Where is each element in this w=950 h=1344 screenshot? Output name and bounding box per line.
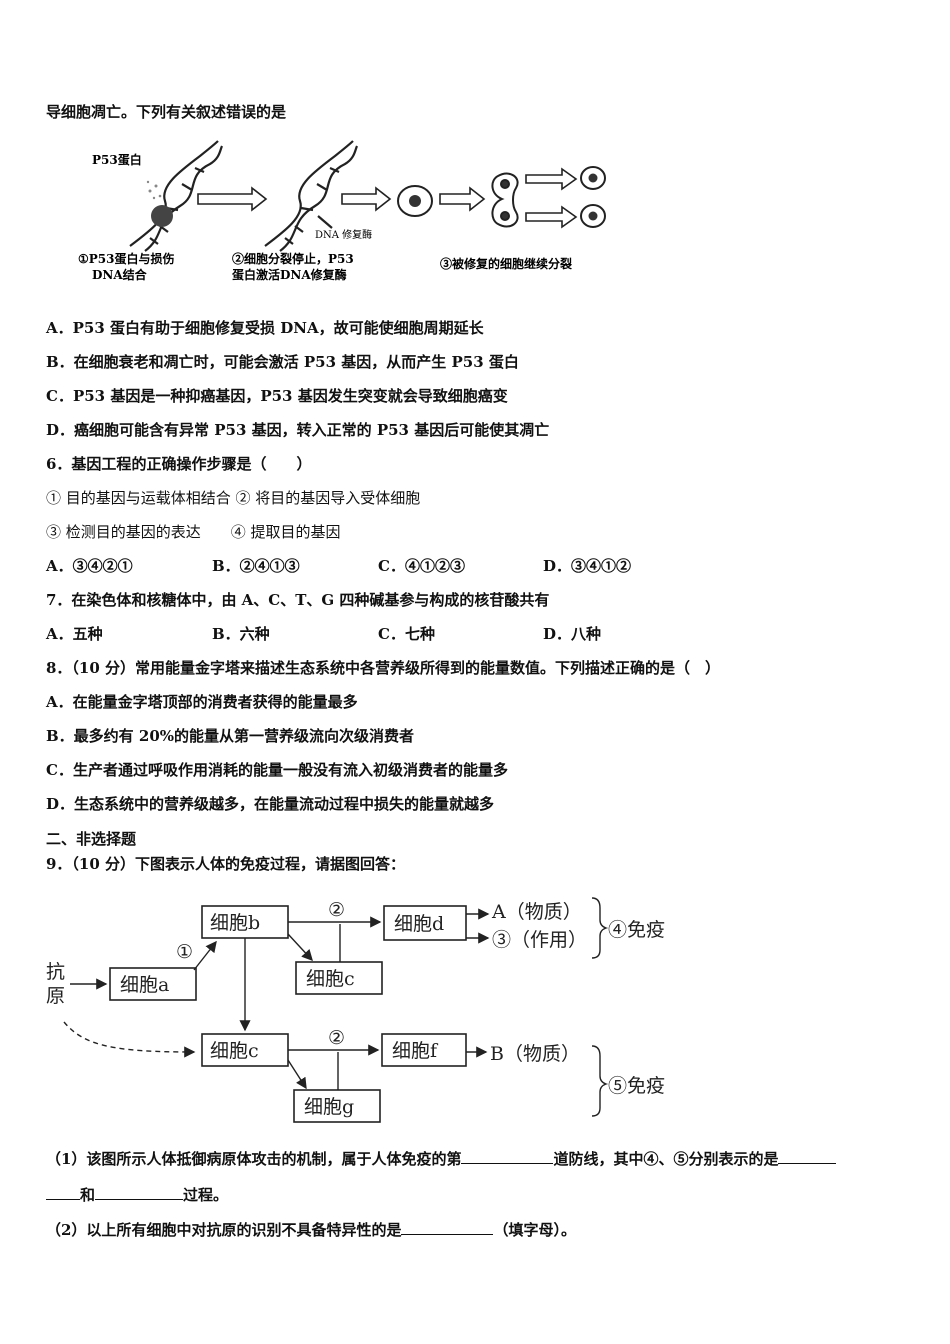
- marker-1: ①: [176, 941, 193, 963]
- q9-stem: 9．（10 分）下图表示人体的免疫过程，请据图回答：: [46, 855, 406, 873]
- p53-protein-icon: [151, 205, 173, 227]
- q7-option-b: B．六种: [212, 625, 270, 643]
- output-b-substance: B（物质）: [490, 1043, 580, 1065]
- cell-b-label: 细胞b: [210, 912, 260, 934]
- arrow-icon: [525, 167, 578, 229]
- q6-option-a: A．③④②①: [46, 557, 133, 575]
- q8-stem: 8．（10 分）常用能量金字塔来描述生态系统中各营养级所得到的能量数值。下列描述…: [46, 659, 721, 677]
- cell-c-bottom-label: 细胞c: [210, 1040, 259, 1062]
- cell-c-top-label: 细胞c: [306, 968, 355, 990]
- cell-d-label: 细胞d: [394, 913, 444, 935]
- q9-sub1-part1: （1）该图所示人体抵御病原体攻击的机制，属于人体免疫的第: [46, 1150, 462, 1168]
- answer-blank-4[interactable]: [401, 1218, 494, 1235]
- q9-sub1-part3: 和: [80, 1186, 96, 1204]
- q9-sub1-line2: 和 过程。: [46, 1183, 228, 1205]
- section-2-title: 二、非选择题: [46, 830, 137, 848]
- q6-option-b: B．②④①③: [212, 557, 300, 575]
- cell-c-top-box: [295, 961, 383, 995]
- q9-sub1-part4: 过程。: [183, 1186, 229, 1204]
- immune-process-diagram: 抗 原 细胞a 细胞b 细胞c 细胞d 细胞c 细胞f 细胞g ① ② ② A（…: [46, 897, 665, 1123]
- q7-stem: 7．在染色体和核糖体中，由 A、C、T、G 四种碱基参与构成的核苷酸共有: [46, 591, 550, 609]
- output-a-substance: A（物质）: [491, 901, 582, 923]
- q9-sub2-part1: （2）以上所有细胞中对抗原的识别不具备特异性的是: [46, 1221, 402, 1239]
- caption-2-line2: 蛋白激活DNA修复酶: [232, 267, 347, 282]
- q9-sub2-line: （2）以上所有细胞中对抗原的识别不具备特异性的是 （填字母）。: [46, 1218, 576, 1240]
- arrow-icon: [341, 186, 392, 212]
- dividing-cell-icon: [491, 172, 519, 228]
- q5-option-b: B．在细胞衰老和凋亡时，可能会激活 P53 基因，从而产生 P53 蛋白: [46, 353, 519, 371]
- cell-icon: [397, 185, 433, 217]
- cell-a-label: 细胞a: [120, 974, 169, 996]
- marker-2-top: ②: [328, 899, 345, 921]
- cell-icon: [580, 166, 606, 228]
- p53-mechanism-figure: P53蛋白 DNA 修复酶 ①P53蛋白与: [78, 140, 606, 282]
- marker-2-bottom: ②: [328, 1027, 345, 1049]
- caption-1-line2: DNA结合: [92, 267, 148, 282]
- antigen-label-2: 原: [46, 985, 65, 1007]
- q7-option-d: D．八种: [543, 625, 602, 643]
- q8-option-d: D．生态系统中的营养级越多，在能量流动过程中损失的能量就越多: [46, 795, 495, 813]
- dna-helix-icon-2: [264, 140, 359, 252]
- answer-blank-3[interactable]: [95, 1183, 184, 1200]
- caption-1-line1: ①P53蛋白与损伤: [78, 251, 174, 266]
- question-5-stem-tail: 导细胞凋亡。下列有关叙述错误的是: [46, 103, 287, 121]
- answer-blank-2a[interactable]: [778, 1147, 837, 1164]
- q9-sub2-part2: （填字母）。: [493, 1221, 576, 1239]
- q8-option-a: A．在能量金字塔顶部的消费者获得的能量最多: [46, 693, 358, 711]
- q9-sub1-part2: 道防线，其中④、⑤分别表示的是: [553, 1150, 779, 1168]
- q8-option-c: C．生产者通过呼吸作用消耗的能量一般没有流入初级消费者的能量多: [46, 761, 508, 779]
- q5-option-a: A．P53 蛋白有助于细胞修复受损 DNA，故可能使细胞周期延长: [46, 319, 484, 337]
- cell-d-box: [383, 905, 467, 941]
- q7-option-a: A．五种: [46, 625, 103, 643]
- q9-sub1-line1: （1）该图所示人体抵御病原体攻击的机制，属于人体免疫的第 道防线，其中④、⑤分别表…: [46, 1147, 837, 1169]
- answer-blank-1[interactable]: [461, 1147, 554, 1164]
- q6-option-d: D．③④①②: [543, 557, 632, 575]
- q6-stem: 6．基因工程的正确操作步骤是（ ）: [46, 455, 312, 473]
- antigen-label-1: 抗: [46, 961, 65, 983]
- dna-helix-icon-1: [129, 140, 224, 252]
- answer-blank-2b[interactable]: [46, 1183, 80, 1200]
- cell-a-box: [109, 967, 197, 1001]
- q5-option-c: C．P53 基因是一种抑癌基因，P53 基因发生突变就会导致细胞癌变: [46, 387, 508, 405]
- cell-g-box: [293, 1089, 381, 1123]
- q7-option-c: C．七种: [378, 625, 435, 643]
- q5-option-d: D．癌细胞可能含有异常 P53 基因，转入正常的 P53 基因后可能使其凋亡: [46, 421, 550, 439]
- arrow-icon: [439, 186, 486, 212]
- q6-option-c: C．④①②③: [378, 557, 465, 575]
- q8-option-b: B．最多约有 20%的能量从第一营养级流向次级消费者: [46, 727, 415, 745]
- dna-repair-enzyme-label: DNA 修复酶: [315, 228, 372, 241]
- q6-steps-line1: ① 目的基因与运载体相结合 ② 将目的基因导入受体细胞: [46, 489, 421, 507]
- output-3-function: ③（作用）: [492, 929, 587, 951]
- cell-f-label: 细胞f: [392, 1040, 439, 1062]
- cell-f-box: [381, 1033, 467, 1067]
- immunity-4-label: ④免疫: [608, 919, 665, 941]
- arrow-icon: [197, 186, 268, 212]
- immunity-5-label: ⑤免疫: [608, 1075, 665, 1097]
- caption-2-line1: ②细胞分裂停止，P53: [232, 251, 354, 266]
- caption-3: ③被修复的细胞继续分裂: [440, 256, 572, 271]
- p53-label: P53蛋白: [92, 152, 142, 167]
- cell-g-label: 细胞g: [304, 1096, 354, 1118]
- q6-steps-line2: ③ 检测目的基因的表达 ④ 提取目的基因: [46, 523, 341, 541]
